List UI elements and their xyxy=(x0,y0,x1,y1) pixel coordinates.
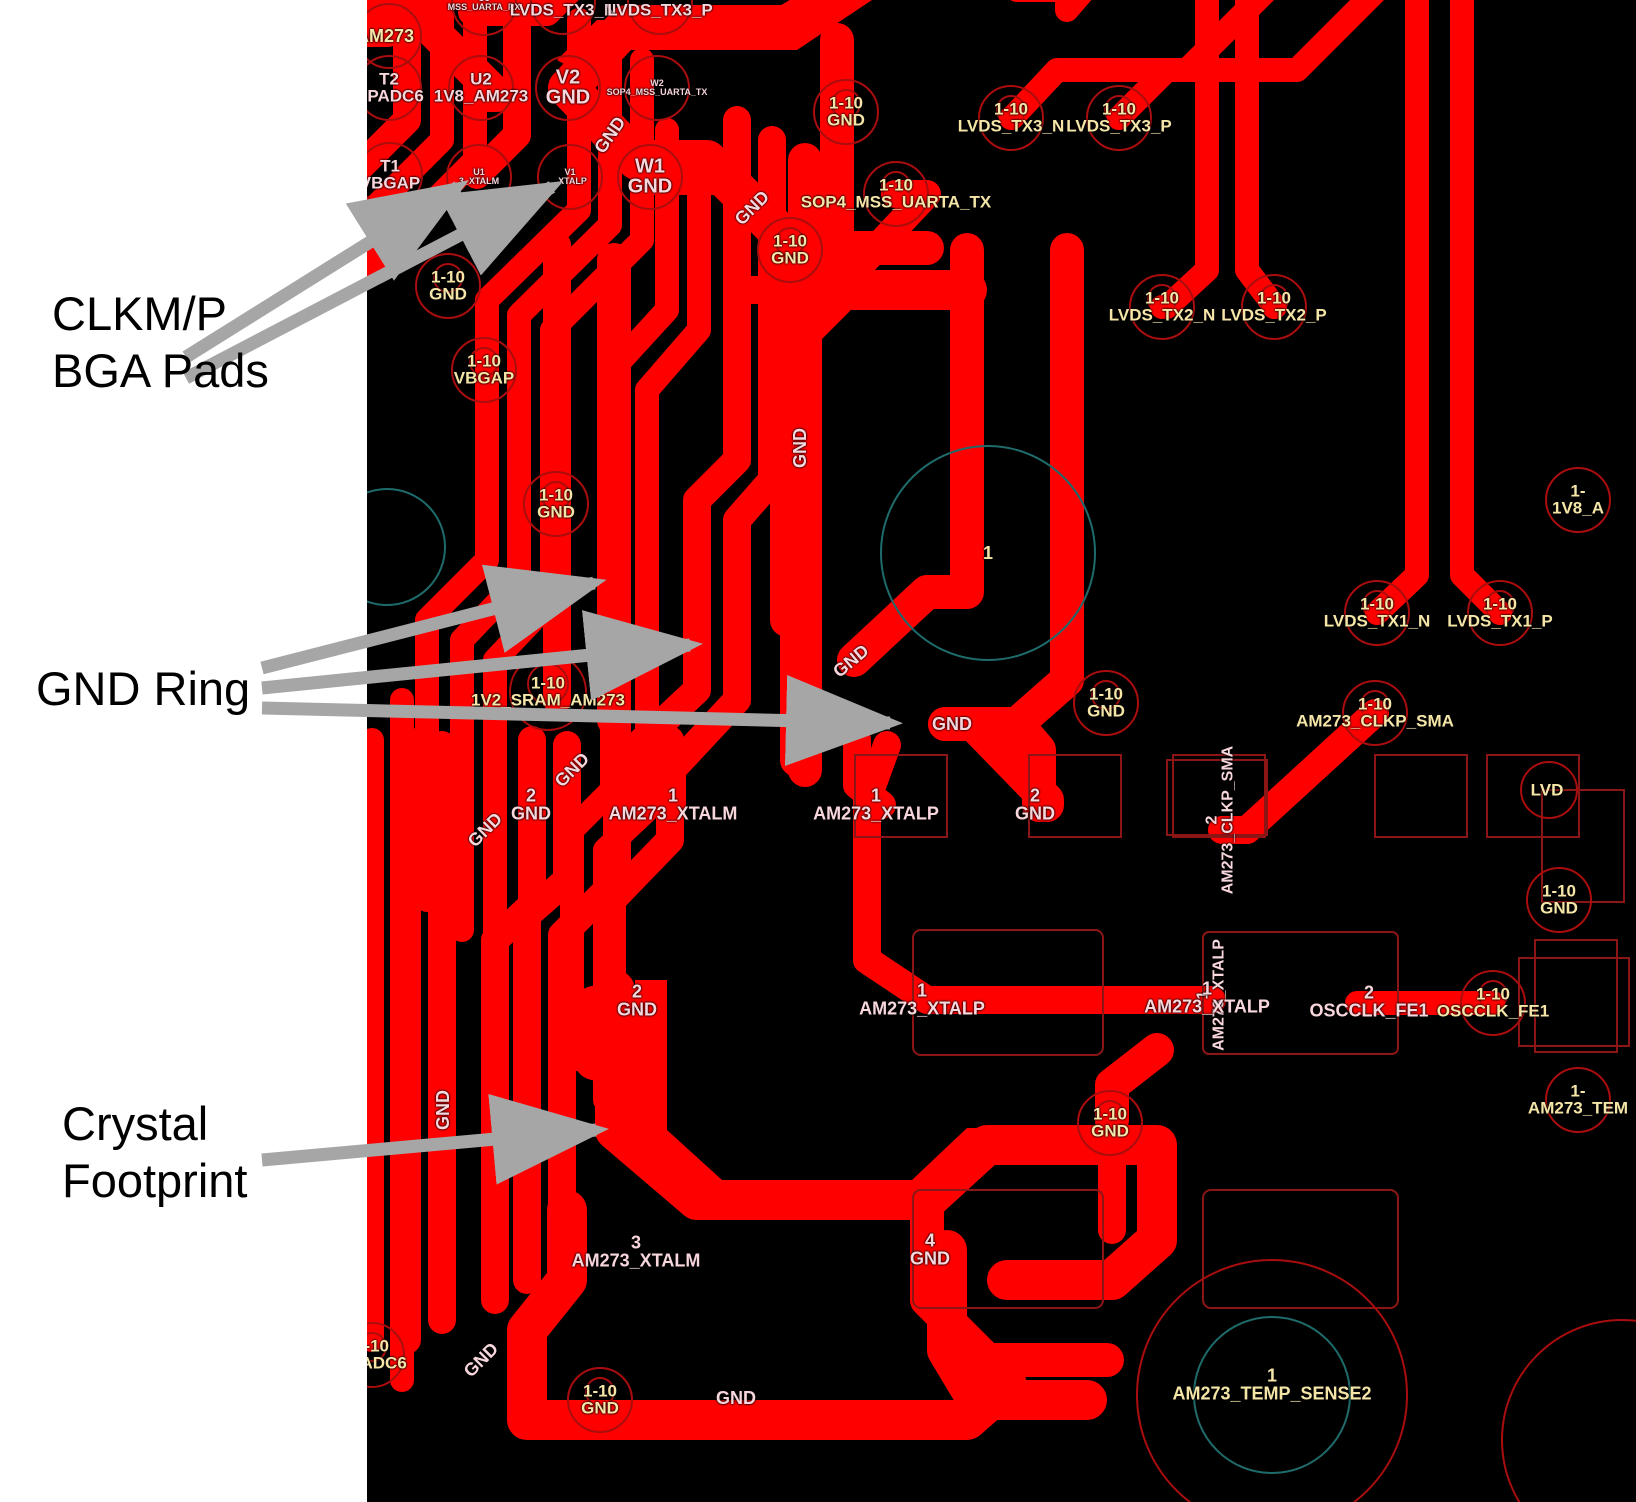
pcb-board-canvas: .t { stroke:#ff0000; fill:none; stroke-l… xyxy=(367,0,1636,1502)
callout-gnd-ring: GND Ring xyxy=(36,662,251,715)
copper-artwork: .t { stroke:#ff0000; fill:none; stroke-l… xyxy=(367,0,1636,1502)
callout-clkm-p-bga-pads: CLKM/P BGA Pads xyxy=(52,287,269,398)
callout-crystal-footprint: Crystal Footprint xyxy=(62,1097,248,1208)
